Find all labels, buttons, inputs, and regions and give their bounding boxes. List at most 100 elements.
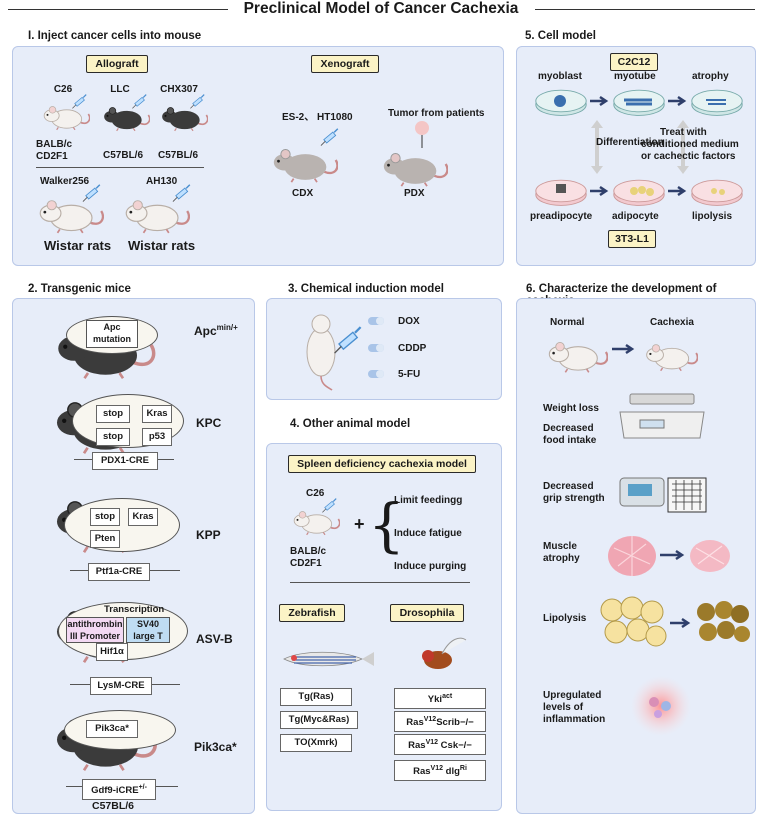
kpp-kras: Kras: [128, 508, 158, 526]
kpc-stop-1: stop: [96, 405, 130, 423]
syringe-icon: [70, 94, 88, 112]
kpc-kras: Kras: [142, 405, 172, 423]
divider: [36, 167, 204, 168]
pik-cre: Gdf9-iCRE+/-: [82, 779, 156, 801]
supine-mouse: [306, 314, 336, 391]
lipolysis-dish: [690, 174, 744, 208]
lipolysis-label-6: Lipolysis: [543, 613, 587, 624]
pik3ca-box: Pik3ca*: [86, 720, 138, 738]
asv-hif: Hif1α: [96, 643, 128, 661]
arrow-right-icon: [668, 95, 687, 107]
zebra-model-ras: Tg(Ras): [280, 688, 352, 706]
pill-icon: [368, 344, 384, 352]
muscle-label-1: Muscle: [543, 541, 577, 552]
spleen-tag: Spleen deficiency cachexia model: [288, 455, 476, 473]
c26-label: C26: [53, 84, 73, 95]
pill-icon: [368, 317, 384, 325]
scale-icon: [619, 393, 705, 439]
grip-label-1: Decreased: [543, 481, 594, 492]
plus-sign: +: [354, 514, 365, 534]
weight-loss-label: Weight loss: [543, 403, 599, 414]
normal-mouse: [544, 330, 608, 374]
ah130-label: AH130: [146, 176, 178, 187]
pik3ca-construct: [64, 710, 176, 750]
walker256-label: Walker256: [40, 176, 90, 187]
zebra-model-myc-ras: Tg(Myc&Ras): [280, 711, 358, 729]
drug-dox: DOX: [398, 316, 420, 327]
pik3ca-label: Pik3ca*: [194, 740, 237, 754]
balb-label: BALB/c: [36, 139, 73, 150]
muscle-label-2: atrophy: [543, 553, 580, 564]
tumor-icon: [415, 121, 429, 148]
llc-label: LLC: [110, 84, 130, 95]
kpc-stop-2: stop: [96, 428, 130, 446]
preadipocyte-dish: [534, 174, 588, 208]
kpc-cre: PDX1-CRE: [92, 452, 158, 470]
fat-tissue-normal-icon: [600, 596, 667, 647]
kpp-stop: stop: [90, 508, 120, 526]
zebra-model-xmrk: TO(Xmrk): [280, 734, 352, 752]
double-arrow-vertical-icon: [677, 120, 689, 174]
grip-label-2: grip strength: [543, 493, 605, 504]
drug-5fu: 5-FU: [398, 369, 421, 380]
xenograft-tag: Xenograft: [311, 55, 379, 73]
apc-mutation-box: Apc mutation: [86, 320, 138, 348]
section-4-heading: 4. Other animal model: [290, 418, 411, 430]
food-intake-label: food intake: [543, 435, 597, 446]
kpp-construct: [64, 498, 180, 552]
wistar-label-2: Wistar rats: [128, 238, 196, 253]
differentiation-label: Differentiation: [596, 137, 664, 148]
allograft-tag: Allograft: [86, 55, 148, 73]
zebrafish-tag: Zebrafish: [279, 604, 345, 622]
panel-cell-model: [516, 46, 756, 266]
kpc-label: KPC: [196, 416, 222, 430]
title-rule-right: [535, 9, 755, 10]
title-rule-left: [8, 9, 228, 10]
treatment-limit-feeding: Limit feedingg: [394, 495, 463, 506]
treat-label-3: or cachectic factors: [641, 151, 736, 162]
preadipocyte-label: preadipocyte: [530, 211, 593, 222]
decreased-label: Decreased: [543, 423, 594, 434]
syringe-icon: [330, 326, 364, 360]
arrow-right-icon: [660, 549, 685, 561]
double-arrow-vertical-icon: [591, 120, 603, 174]
fly-model-csk: RasV12 Csk−/−: [394, 734, 486, 756]
fly-model-scrib: RasV12Scrib−/−: [394, 711, 486, 733]
balb-label-4: BALB/c: [290, 546, 327, 557]
cachexia-label: Cachexia: [650, 317, 694, 328]
chx307-label: CHX307: [160, 84, 198, 95]
inflammation-label-1: Upregulated: [543, 690, 602, 701]
arrow-right-icon: [590, 185, 609, 197]
kpp-pten: Pten: [90, 530, 120, 548]
syringe-icon: [80, 184, 102, 206]
syringe-icon: [130, 94, 148, 112]
tumor-label: Tumor from patients: [388, 108, 485, 119]
asv-label: ASV-B: [196, 632, 233, 646]
cd2f1-label: CD2F1: [36, 151, 68, 162]
kpp-label: KPP: [196, 528, 221, 542]
c26-label-4: C26: [306, 488, 325, 499]
kpc-p53: p53: [142, 428, 172, 446]
syringe-icon: [170, 184, 192, 206]
inflammation-label-2: levels of: [543, 702, 584, 713]
c57-strain-label: C57BL/6: [92, 800, 135, 812]
c2c12-tag: C2C12: [610, 53, 658, 71]
syringe-icon: [188, 94, 206, 112]
fly-model-dlg: RasV12 dlgRi: [394, 760, 486, 782]
wistar-label-1: Wistar rats: [44, 238, 112, 253]
atrophic-muscle-icon: [690, 540, 730, 572]
grip-meter-icon: [619, 477, 707, 513]
myoblast-label: myoblast: [538, 71, 582, 82]
es2-label: ES-2、 HT1080: [282, 112, 353, 123]
adipocyte-dish: [612, 174, 666, 208]
cdx-label: CDX: [292, 188, 314, 199]
atrophy-dish: [690, 84, 744, 118]
cd2f1-label-4: CD2F1: [290, 558, 322, 569]
fat-tissue-lipolysis-icon: [697, 601, 750, 642]
inflammation-icon: [631, 676, 691, 736]
c57-label-2: C57BL/6: [158, 150, 199, 161]
pdx-label: PDX: [404, 188, 425, 199]
page-title: Preclinical Model of Cancer Cachexia: [243, 0, 519, 17]
panel-chemical: [266, 298, 502, 400]
syringe-icon: [318, 128, 340, 150]
